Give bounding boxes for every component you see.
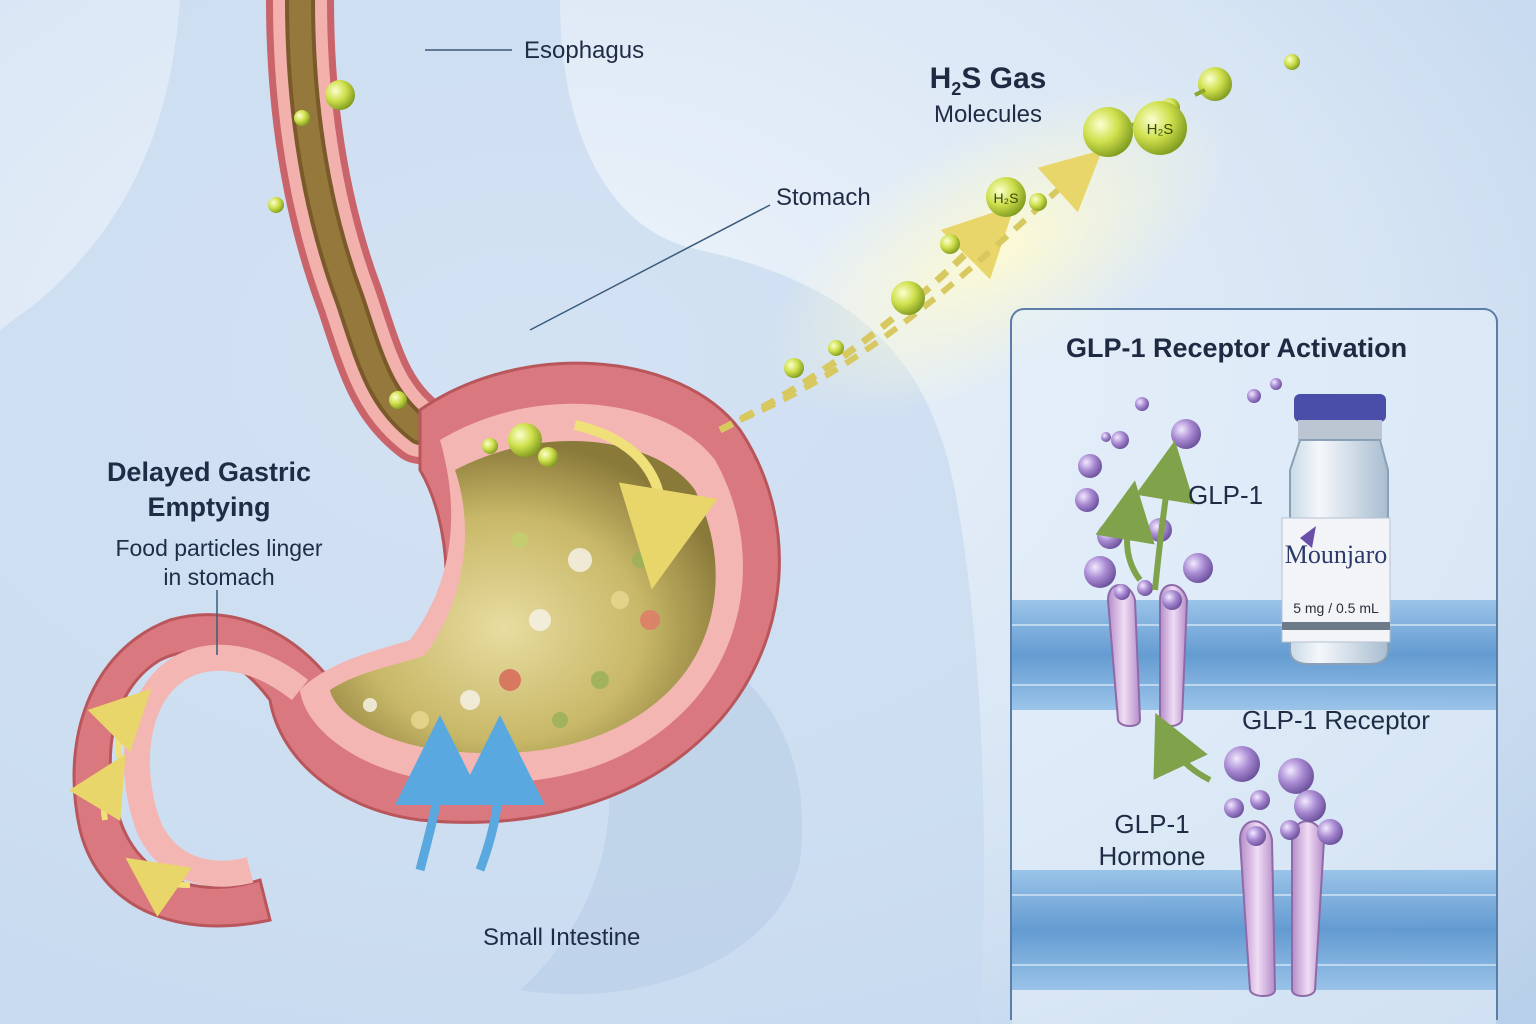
h2s-gas-molecules [268,54,1300,467]
stomach-flow-arrow [573,420,718,590]
duodenum-flow-arrow [87,688,152,761]
stomach-label: Stomach [776,184,871,211]
glp1-inset [1012,310,1496,1024]
delayed-sub-line-1: Food particles linger [115,535,323,561]
upward-blue-arrow-2 [454,715,545,872]
gas-flow-arrow [718,205,1015,434]
glp1-hormone-line-2: Hormone [1098,841,1206,871]
glp1-receptor-upper [1106,584,1189,727]
duodenum-flow-arrow-2 [68,754,126,822]
glp1-receptor-lower [1238,820,1326,997]
h2s-gas-subtitle: Molecules [933,101,1043,128]
stomach-leader-line [529,204,771,331]
h2s-gas-title: H2S Gas [900,62,1076,100]
delayed-title-line-2: Emptying [147,492,271,522]
glp1-label: GLP-1 [1188,480,1264,510]
esophagus [266,0,454,464]
glp1-release-arrow-1 [1095,480,1155,582]
delayed-title-line-1: Delayed Gastric [106,457,312,487]
delayed-gastric-emptying-title: Delayed Gastric Emptying [64,457,354,523]
duodenum-flow-arrow-3 [125,857,192,917]
inset-frame [1010,308,1498,1020]
vial-brand-label: Mounjaro [1284,540,1388,569]
delayed-sub-line-2: in stomach [163,564,275,590]
medication-vial [1281,394,1391,665]
h2s-molecule-1 [986,177,1026,217]
inset-title: GLP-1 Receptor Activation [1066,333,1408,363]
h2s-title-subscript: 2 [951,79,962,99]
h2s-molecule-2 [1133,101,1187,155]
esophagus-label: Esophagus [524,37,645,64]
h2s-title-h: H [929,62,952,95]
h2s-molecule-2-label: H₂S [1147,121,1174,138]
h2s-title-rest: S Gas [961,62,1047,95]
upward-blue-arrow-1 [394,715,485,872]
small-intestine-label: Small Intestine [483,924,641,951]
h2s-molecule-1-label: H₂S [994,190,1019,206]
abdomen-shading [520,631,803,995]
glp1-hormone-line-1: GLP-1 [1114,809,1190,839]
delayed-gastric-emptying-subtitle: Food particles linger in stomach [64,534,374,592]
cell-membrane-upper [1012,600,1496,710]
vial-dose-label: 5 mg / 0.5 mL [1293,600,1379,616]
glp1-release-arrow-2 [1135,440,1195,591]
glp1-binding-arrow [1153,712,1212,783]
glp1-hormone-label: GLP-1 Hormone [1072,808,1232,872]
glp1-receptor-label: GLP-1 Receptor [1242,705,1430,735]
